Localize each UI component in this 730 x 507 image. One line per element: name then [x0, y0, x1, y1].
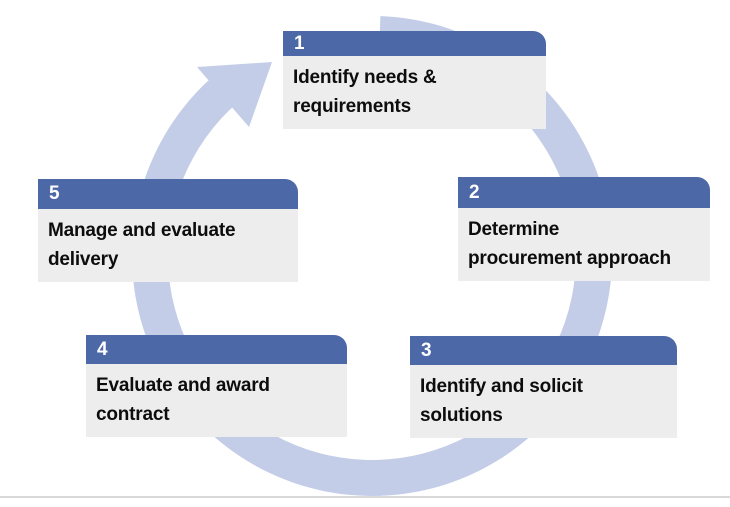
step-card-3: 3 Identify and solicit solutions [410, 336, 677, 438]
step-title-line: Determine [468, 219, 560, 240]
step-title-line: delivery [48, 249, 119, 270]
step-title-line: Evaluate and award [96, 375, 270, 396]
step-1-number: 1 [294, 32, 306, 54]
step-1-title: Identify needs & requirements [283, 56, 546, 129]
page-bottom-divider [0, 496, 730, 498]
step-3-header: 3 [410, 336, 677, 365]
step-2-title: Determine procurement approach [458, 208, 710, 281]
step-title-line: Identify needs & [293, 67, 437, 88]
step-card-1: 1 Identify needs & requirements [283, 31, 546, 129]
step-card-2: 2 Determine procurement approach [458, 177, 710, 281]
step-title-line: solutions [420, 405, 503, 426]
step-title-line: contract [96, 404, 170, 425]
step-title-line: procurement approach [468, 248, 671, 269]
step-4-title: Evaluate and award contract [86, 364, 347, 437]
step-title-line: Manage and evaluate [48, 220, 236, 241]
step-3-number: 3 [421, 339, 433, 361]
step-2-header: 2 [458, 177, 710, 208]
step-1-header: 1 [283, 31, 546, 56]
cycle-arrowhead-icon [197, 62, 272, 127]
step-card-5: 5 Manage and evaluate delivery [38, 179, 298, 282]
step-5-header: 5 [38, 179, 298, 209]
step-3-title: Identify and solicit solutions [410, 365, 677, 438]
step-5-number: 5 [49, 183, 61, 204]
step-card-4: 4 Evaluate and award contract [86, 335, 347, 437]
step-title-line: requirements [293, 96, 411, 117]
step-title-line: Identify and solicit [420, 376, 583, 397]
step-2-number: 2 [469, 181, 481, 203]
step-5-title: Manage and evaluate delivery [38, 209, 298, 282]
step-4-number: 4 [97, 338, 109, 360]
step-4-header: 4 [86, 335, 347, 364]
